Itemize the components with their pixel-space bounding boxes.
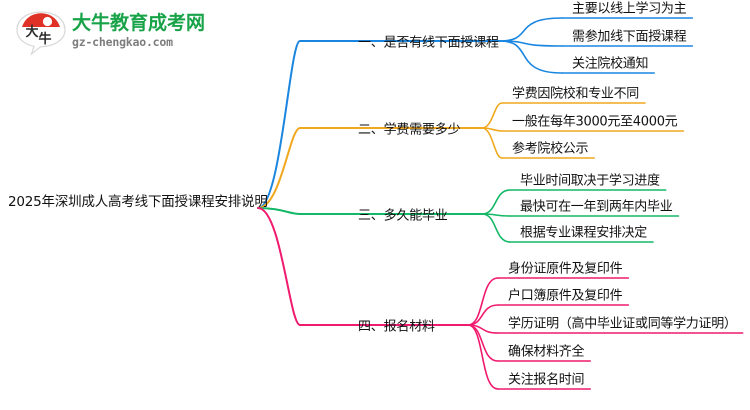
mindmap-edge xyxy=(481,102,503,129)
mindmap-edge xyxy=(257,127,483,209)
mindmap-edge xyxy=(467,304,499,326)
mindmap-leaf-label-1-1[interactable]: 主要以线上学习为主 xyxy=(572,1,687,17)
mindmap-branch-label-1[interactable]: 一、是否有线下面授课程 xyxy=(358,35,499,51)
mindmap-leaf-label-4-3[interactable]: 学历证明（高中毕业证或同等学力证明） xyxy=(508,316,737,332)
mindmap-edge xyxy=(467,324,499,362)
mindmap-root-label[interactable]: 2025年深圳成人高考线下面授课程安排说明 xyxy=(8,194,268,210)
svg-text:牛: 牛 xyxy=(38,31,51,47)
mindmap-edge xyxy=(257,40,501,209)
mindmap-leaf-label-3-1[interactable]: 毕业时间取决于学习进度 xyxy=(520,173,660,189)
mindmap-edge xyxy=(257,207,469,326)
mindmap-branch-label-4[interactable]: 四、报名材料 xyxy=(358,319,435,335)
mindmap-edge xyxy=(481,213,511,243)
mindmap-leaf-label-4-1[interactable]: 身份证原件及复印件 xyxy=(508,261,623,277)
logo-site-name: 大牛教育成考网 xyxy=(72,12,206,34)
mindmap-edge xyxy=(467,324,499,390)
logo-site-url: gz-chengkao.com xyxy=(72,35,173,49)
mindmap-leaf-label-3-3[interactable]: 根据专业课程安排决定 xyxy=(520,225,648,241)
mindmap-edge xyxy=(467,277,499,326)
svg-text:大: 大 xyxy=(25,24,38,40)
mindmap-leaf-label-1-3[interactable]: 关注院校通知 xyxy=(572,56,649,72)
mindmap-leaf-label-2-3[interactable]: 参考院校公示 xyxy=(512,141,589,157)
mindmap-leaf-label-4-4[interactable]: 确保材料齐全 xyxy=(508,344,585,360)
logo-mark-icon: 大 牛 xyxy=(16,11,66,56)
mindmap-edge xyxy=(499,17,563,42)
mindmap-leaf-label-4-2[interactable]: 户口簿原件及复印件 xyxy=(508,288,623,304)
mindmap-edge xyxy=(257,207,483,215)
mindmap-leaf-label-2-2[interactable]: 一般在每年3000元至4000元 xyxy=(512,114,678,130)
mindmap-branch-label-2[interactable]: 二、学费需要多少 xyxy=(358,122,461,138)
mindmap-leaf-label-1-2[interactable]: 需参加线下面授课程 xyxy=(572,29,687,45)
mindmap-edge xyxy=(481,189,511,215)
mindmap-leaf-label-2-1[interactable]: 学费因院校和专业不同 xyxy=(512,86,640,102)
site-logo: 大 牛 大牛教育成考网 gz-chengkao.com xyxy=(14,8,205,58)
mindmap-edge xyxy=(481,127,503,159)
mindmap-leaf-label-3-2[interactable]: 最快可在一年到两年内毕业 xyxy=(520,199,673,215)
mindmap-edge xyxy=(499,40,563,74)
mindmap-branch-label-3[interactable]: 三、多久能毕业 xyxy=(358,208,448,224)
mindmap-leaf-label-4-5[interactable]: 关注报名时间 xyxy=(508,372,585,388)
